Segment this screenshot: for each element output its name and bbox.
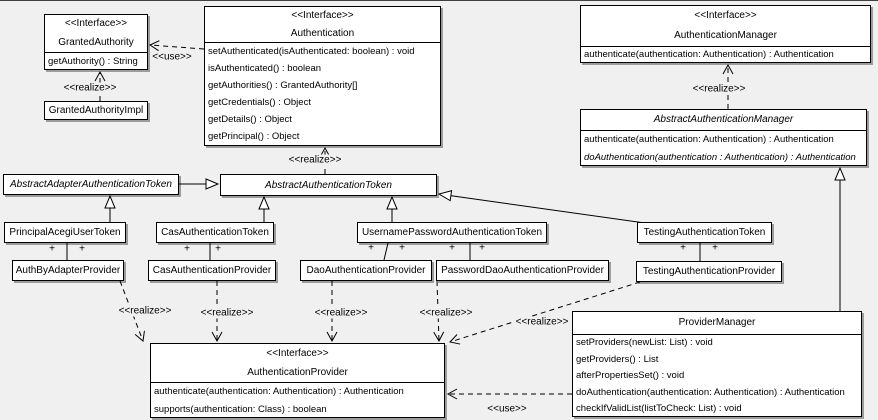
association-plus-label: + [399, 242, 405, 254]
class-name: DaoAuthenticationProvider [306, 265, 426, 276]
method-label: setProviders(newList: List) : void [576, 337, 713, 348]
class-abstract-adapter-authentication-token: AbstractAdapterAuthenticationToken [3, 174, 179, 195]
method-label: setAuthenticated(isAuthenticated: boolea… [208, 46, 415, 57]
class-testing-authentication-token: TestingAuthenticationToken [637, 222, 772, 243]
association-plus-label: + [79, 243, 85, 255]
stereotype-label: <<Interface>> [266, 348, 329, 359]
stereotype-label: <<Interface>> [694, 10, 757, 21]
class-name: TestingAuthenticationToken [643, 227, 766, 238]
method-label: afterPropertiesSet() : void [576, 370, 685, 382]
realize-label: <<realize>> [513, 316, 571, 328]
class-dao-authentication-provider: DaoAuthenticationProvider [300, 260, 432, 281]
class-granted-authority-impl: GrantedAuthorityImpl [44, 101, 148, 120]
realize-authbyadapterprovider-to-authenticationprovider [119, 280, 145, 342]
class-authentication: <<Interface>> Authentication setAuthenti… [204, 6, 441, 146]
realize-testingprovider-to-authenticationprovider [449, 281, 641, 345]
method-label: checkIfValidList(listToCheck: List) : vo… [576, 403, 742, 415]
class-name: CasAuthenticationToken [161, 227, 269, 238]
realize-label: <<realize>> [690, 83, 748, 95]
association-plus-label: + [449, 242, 455, 254]
realize-label: <<realize>> [312, 307, 370, 319]
class-abstract-authentication-manager: AbstractAuthenticationManager authentica… [580, 109, 867, 166]
class-authentication-provider: <<Interface>> AuthenticationProvider aut… [150, 343, 445, 418]
stereotype-label: <<Interface>> [291, 10, 354, 21]
class-abstract-authentication-token: AbstractAuthenticationToken [220, 174, 437, 196]
method-label: getPrincipal() : Object [208, 131, 300, 143]
association-plus-label: + [479, 242, 485, 254]
use-label: <<use>> [150, 51, 194, 63]
class-provider-manager: ProviderManager setProviders(newList: Li… [572, 311, 862, 417]
association-plus-label: + [368, 242, 374, 254]
stereotype-label: <<Interface>> [64, 18, 128, 29]
class-name: AbstractAuthenticationManager [653, 114, 794, 125]
method-label: getProviders() : List [576, 353, 659, 365]
association-usernamepwtoken-daoprovider [383, 242, 389, 261]
class-name: UsernamePasswordAuthenticationToken [361, 227, 543, 238]
class-name: AuthenticationManager [674, 30, 777, 41]
method-label: authenticate(authentication: Authenticat… [584, 134, 834, 145]
method-label: doAuthentication(authentication: Authent… [576, 386, 845, 398]
class-name: TestingAuthenticationProvider [642, 266, 776, 277]
class-granted-authority: <<Interface>> GrantedAuthority getAuthor… [44, 14, 148, 70]
class-name: PrincipalAcegiUserToken [9, 227, 121, 238]
class-cas-authentication-token: CasAuthenticationToken [156, 222, 274, 243]
method-label: supports(authentication: Class) : boolea… [154, 403, 327, 415]
class-name: CasAuthenticationProvider [152, 265, 272, 276]
association-plus-label: + [680, 242, 686, 254]
class-name: AbstractAuthenticationToken [265, 179, 392, 191]
method-label: getAuthority() : String [48, 56, 138, 67]
method-label: getAuthorities() : GrantedAuthority[] [208, 80, 358, 92]
method-label: getDetails() : Object [208, 114, 292, 126]
use-authentication-to-grantedauthority [148, 40, 205, 52]
method-label: isAuthenticated() : boolean [208, 63, 322, 75]
class-name: GrantedAuthority [58, 36, 134, 48]
class-testing-authentication-provider: TestingAuthenticationProvider [636, 261, 782, 282]
class-name: GrantedAuthorityImpl [48, 105, 144, 116]
realize-label: <<realize>> [417, 307, 475, 319]
method-label: authenticate(authentication: Authenticat… [154, 386, 404, 397]
class-cas-authentication-provider: CasAuthenticationProvider [148, 260, 276, 281]
association-plus-label: + [49, 243, 55, 255]
class-name: PasswordDaoAuthenticationProvider [441, 265, 604, 276]
class-name: AuthenticationProvider [247, 367, 348, 378]
method-label: doAuthentication(authentication : Authen… [584, 151, 856, 163]
class-name: Authentication [290, 27, 355, 39]
realize-label: <<realize>> [116, 305, 174, 317]
method-label: getCredentials() : Object [208, 97, 311, 109]
class-principal-acegi-user-token: PrincipalAcegiUserToken [4, 222, 126, 243]
class-authentication-manager: <<Interface>> AuthenticationManager auth… [580, 5, 871, 63]
realize-label: <<realize>> [61, 82, 119, 94]
association-plus-label: + [712, 242, 718, 254]
method-label: authenticate(authentication: Authenticat… [584, 49, 834, 60]
association-plus-label: + [215, 243, 221, 255]
class-username-password-authentication-token: UsernamePasswordAuthenticationToken [357, 222, 547, 243]
class-auth-by-adapter-provider: AuthByAdapterProvider [12, 260, 124, 281]
class-name: ProviderManager [678, 317, 756, 328]
use-label: <<use>> [485, 403, 529, 415]
realize-label: <<realize>> [286, 154, 344, 166]
class-name: AuthByAdapterProvider [15, 265, 121, 276]
class-password-dao-authentication-provider: PasswordDaoAuthenticationProvider [436, 260, 609, 281]
class-name: AbstractAdapterAuthenticationToken [10, 179, 172, 190]
realize-label: <<realize>> [198, 307, 256, 319]
generalization-testingtoken-to-abstracttoken [439, 194, 646, 224]
association-plus-label: + [184, 243, 190, 255]
